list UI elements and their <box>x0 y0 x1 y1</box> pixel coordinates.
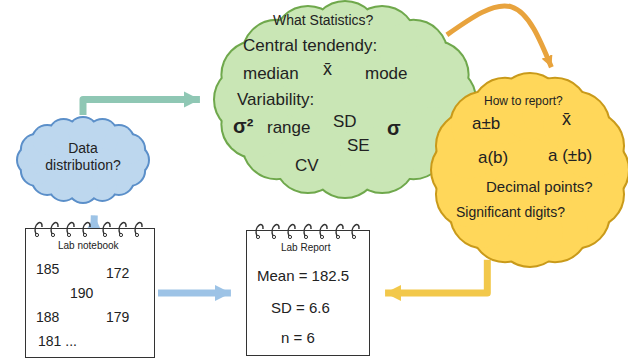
ring-wire <box>83 223 90 234</box>
ring-wire <box>272 225 279 236</box>
node-text: x̄ <box>323 59 332 81</box>
node-text: 181 ... <box>38 333 77 350</box>
ring-hole <box>135 233 138 236</box>
ring-hole <box>320 235 323 238</box>
binding-ring <box>135 223 142 237</box>
binding-ring <box>83 223 90 237</box>
binding-ring <box>67 223 74 237</box>
node-text: Variability: <box>237 90 314 110</box>
node-text: Central tendendy: <box>243 36 377 56</box>
binding-ring <box>288 225 295 239</box>
binding-ring <box>304 225 311 239</box>
flow-arrow <box>91 215 98 225</box>
flow-arrow <box>385 260 487 293</box>
cloud-fill <box>401 42 467 108</box>
node-text: Significant digits? <box>456 204 565 221</box>
node-text: 179 <box>106 309 129 326</box>
node-text: a±b <box>472 114 500 134</box>
reporting-cloud: How to report? a±b x̄ a(b) a (±b) Decimal poi… <box>432 74 628 266</box>
ring-hole <box>83 233 86 236</box>
node-text: Decimal points? <box>486 178 593 196</box>
ring-wire <box>103 223 110 234</box>
node-heading: Data distribution? <box>33 140 133 174</box>
ring-wire <box>51 223 58 234</box>
ring-wire <box>336 225 343 236</box>
lab-report: Lab ReportMean = 182.5 SD = 6.6 n = 6 <box>246 230 370 356</box>
node-text: a(b) <box>478 148 508 168</box>
ring-wire <box>288 225 295 236</box>
binding-ring <box>119 223 126 237</box>
ring-wire <box>304 225 311 236</box>
node-text: SE <box>347 136 370 156</box>
ring-hole <box>35 233 38 236</box>
node-text: SD = 6.6 <box>271 299 330 317</box>
lab-notebook: Lab notebook 185 172 190 188 179 181 ... <box>25 228 155 358</box>
node-text: 188 <box>36 309 59 326</box>
binding-ring <box>352 225 359 239</box>
node-text: Mean = 182.5 <box>257 267 349 285</box>
binding-ring <box>51 223 58 237</box>
node-heading: Lab Report <box>281 242 330 254</box>
ring-hole <box>304 235 307 238</box>
ring-wire <box>35 223 42 234</box>
ring-hole <box>336 235 339 238</box>
flow-arrow <box>158 290 231 297</box>
binding-ring <box>336 225 343 239</box>
node-text: x̄ <box>562 109 571 131</box>
node-text: σ <box>387 116 401 140</box>
node-heading: How to report? <box>484 94 563 108</box>
flow-arrow <box>83 100 200 116</box>
ring-hole <box>352 235 355 238</box>
binding-ring <box>35 223 42 237</box>
ring-hole <box>103 233 106 236</box>
ring-hole <box>288 235 291 238</box>
binding-ring <box>103 223 110 237</box>
node-text: 172 <box>106 265 129 282</box>
node-text: σ² <box>233 114 253 138</box>
node-text: median <box>243 64 299 84</box>
ring-wire <box>320 225 327 236</box>
ring-hole <box>51 233 54 236</box>
ring-wire <box>256 225 263 236</box>
node-text: a (±b) <box>548 146 592 166</box>
ring-hole <box>67 233 70 236</box>
node-heading: What Statistics? <box>273 12 373 29</box>
node-heading: Lab notebook <box>58 240 119 252</box>
node-text: 190 <box>70 285 93 302</box>
cloud-bump <box>401 42 467 108</box>
ring-wire <box>67 223 74 234</box>
ring-hole <box>256 235 259 238</box>
node-text: SD <box>333 112 357 132</box>
ring-wire <box>119 223 126 234</box>
node-text: 185 <box>36 261 59 278</box>
binding-ring <box>320 225 327 239</box>
ring-wire <box>135 223 142 234</box>
node-text: mode <box>365 64 408 84</box>
node-text: range <box>267 118 310 138</box>
node-text: CV <box>295 156 319 176</box>
node-text: n = 6 <box>281 329 315 347</box>
binding-ring <box>256 225 263 239</box>
ring-hole <box>119 233 122 236</box>
question-cloud: Data distribution? <box>18 118 148 202</box>
ring-hole <box>272 235 275 238</box>
binding-ring <box>272 225 279 239</box>
ring-wire <box>352 225 359 236</box>
